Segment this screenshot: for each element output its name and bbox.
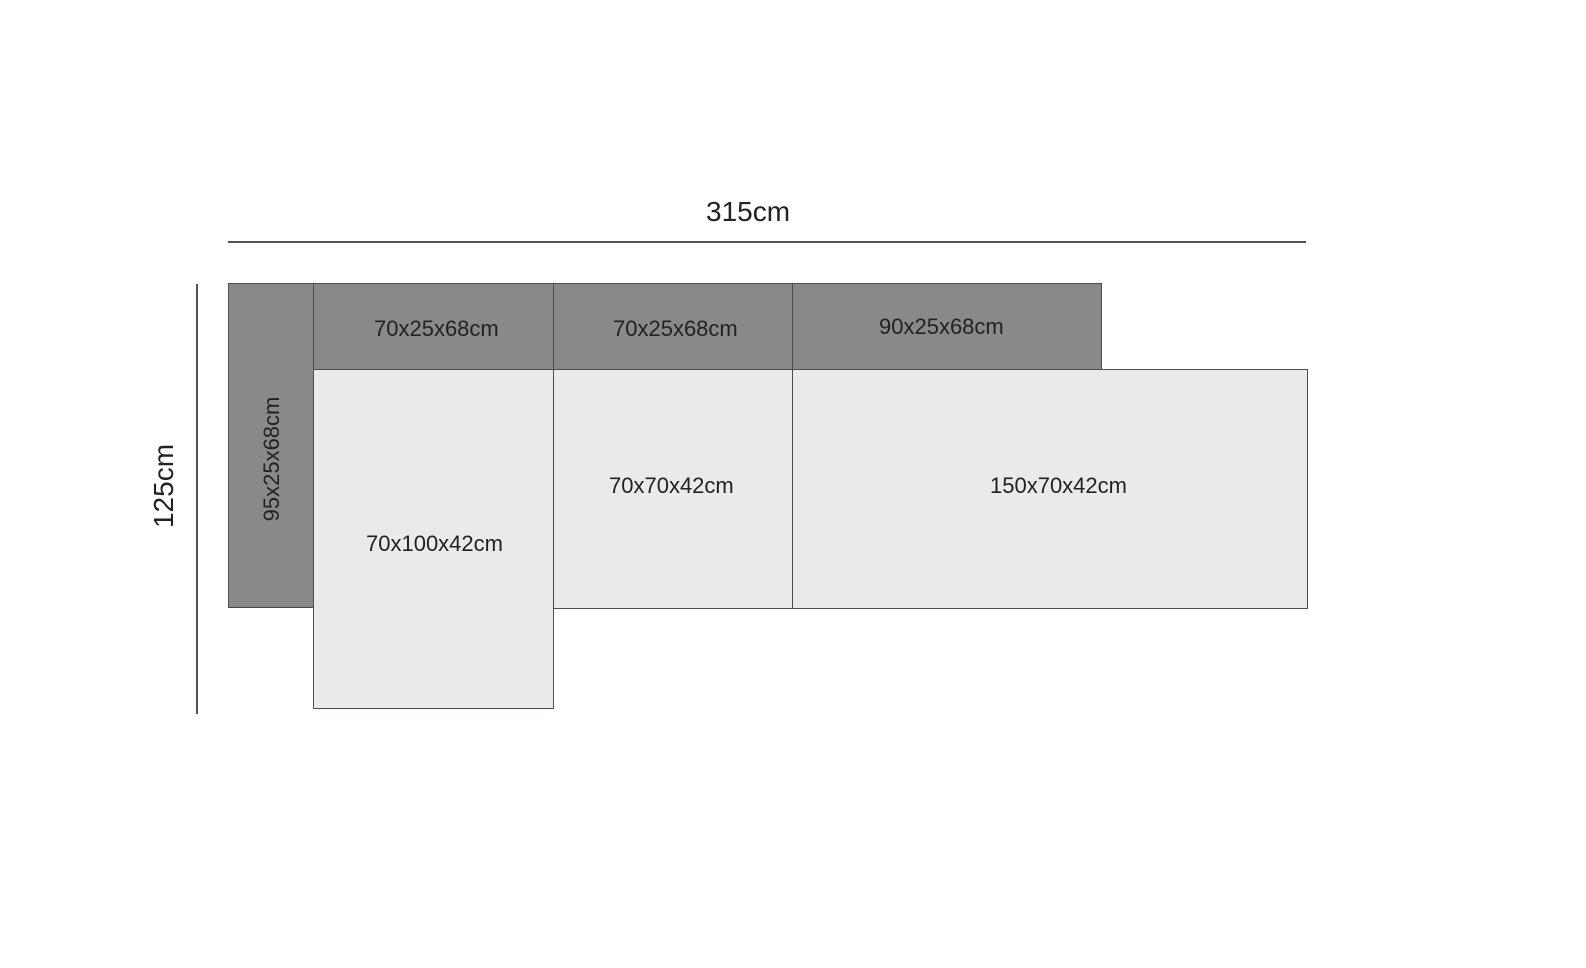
total-depth-label: 125cm — [148, 443, 179, 529]
seat-corner-module — [313, 369, 554, 709]
total-width-line — [228, 241, 1306, 243]
side-back-module — [228, 283, 314, 608]
back-module-3 — [792, 283, 1102, 370]
back-3-label: 90x25x68cm — [879, 314, 1004, 339]
seat-middle-module — [553, 369, 793, 609]
total-depth-line — [196, 284, 198, 714]
back-module-1 — [313, 283, 554, 370]
total-width-label: 315cm — [706, 196, 791, 227]
back-1-label: 70x25x68cm — [374, 316, 499, 341]
seat-chaise-label: 150x70x42cm — [990, 473, 1127, 498]
back-2-label: 70x25x68cm — [613, 316, 738, 341]
seat-chaise-module — [792, 369, 1308, 609]
seat-middle-label: 70x70x42cm — [609, 473, 734, 498]
seat-corner-label: 70x100x42cm — [366, 531, 503, 556]
side-back-label: 95x25x68cm — [259, 396, 284, 522]
